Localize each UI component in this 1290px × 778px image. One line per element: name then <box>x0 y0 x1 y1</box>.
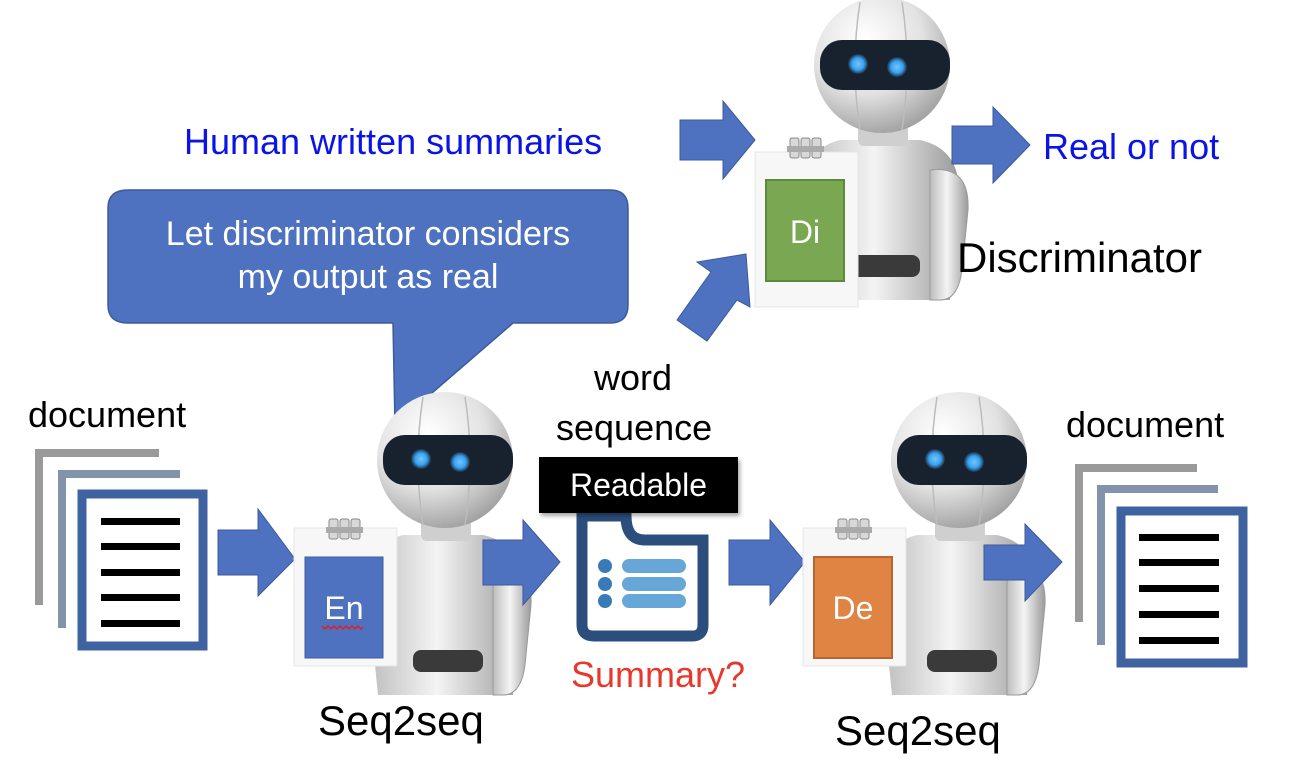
arrow-human-to-discriminator <box>679 99 756 181</box>
discriminator-card <box>765 179 845 282</box>
clip-icon <box>325 518 364 540</box>
discriminator-card-label: Di <box>789 214 821 250</box>
output-document-label: document <box>1066 404 1225 445</box>
clip-icon <box>834 518 873 540</box>
summary-question-label: Summary? <box>571 654 746 695</box>
speech-bubble <box>107 189 629 427</box>
readable-badge: Readable <box>539 457 738 513</box>
decoder-card <box>813 556 893 659</box>
speech-bubble-line-1: Let discriminator considers <box>165 215 571 253</box>
decoder-card-label: De <box>832 590 874 626</box>
sequence-label: sequence <box>556 407 713 448</box>
arrow-to-real-or-not <box>951 105 1031 185</box>
encoder-card <box>304 556 384 659</box>
summary-document-icon <box>576 510 709 642</box>
real-or-not-label: Real or not <box>1043 126 1220 167</box>
decoder-seq2seq-label: Seq2seq <box>835 707 1001 754</box>
human-summaries-label: Human written summaries <box>184 121 603 162</box>
arrow-document-to-encoder <box>217 507 296 598</box>
spellcheck-underline <box>321 624 364 631</box>
arrow-sequence-to-discriminator <box>676 253 751 342</box>
word-label: word <box>594 357 673 398</box>
arrow-encoder-to-summary <box>482 518 561 607</box>
arrow-decoder-to-document <box>983 522 1063 603</box>
output-document-icon <box>1075 464 1248 668</box>
input-document-icon <box>35 449 208 651</box>
encoder-seq2seq-label: Seq2seq <box>318 697 484 744</box>
speech-bubble-line-2: my output as real <box>237 257 499 296</box>
encoder-card-label: En <box>324 590 364 626</box>
speech-bubble-text: Let discriminator considers my output as… <box>108 213 628 298</box>
clip-icon <box>786 137 825 159</box>
arrow-summary-to-decoder <box>728 518 806 607</box>
input-document-label: document <box>28 394 187 435</box>
discriminator-label: Discriminator <box>957 234 1203 281</box>
